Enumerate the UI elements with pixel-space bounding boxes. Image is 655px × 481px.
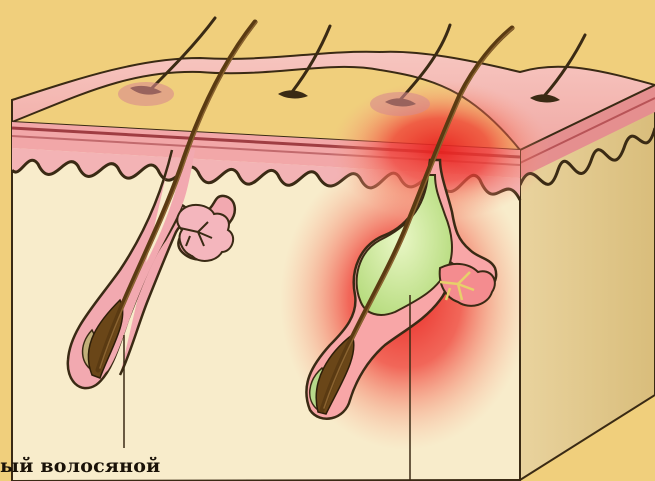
healthy-follicle-caption: ый волосяной — [0, 455, 160, 477]
pore-shading — [118, 82, 430, 116]
